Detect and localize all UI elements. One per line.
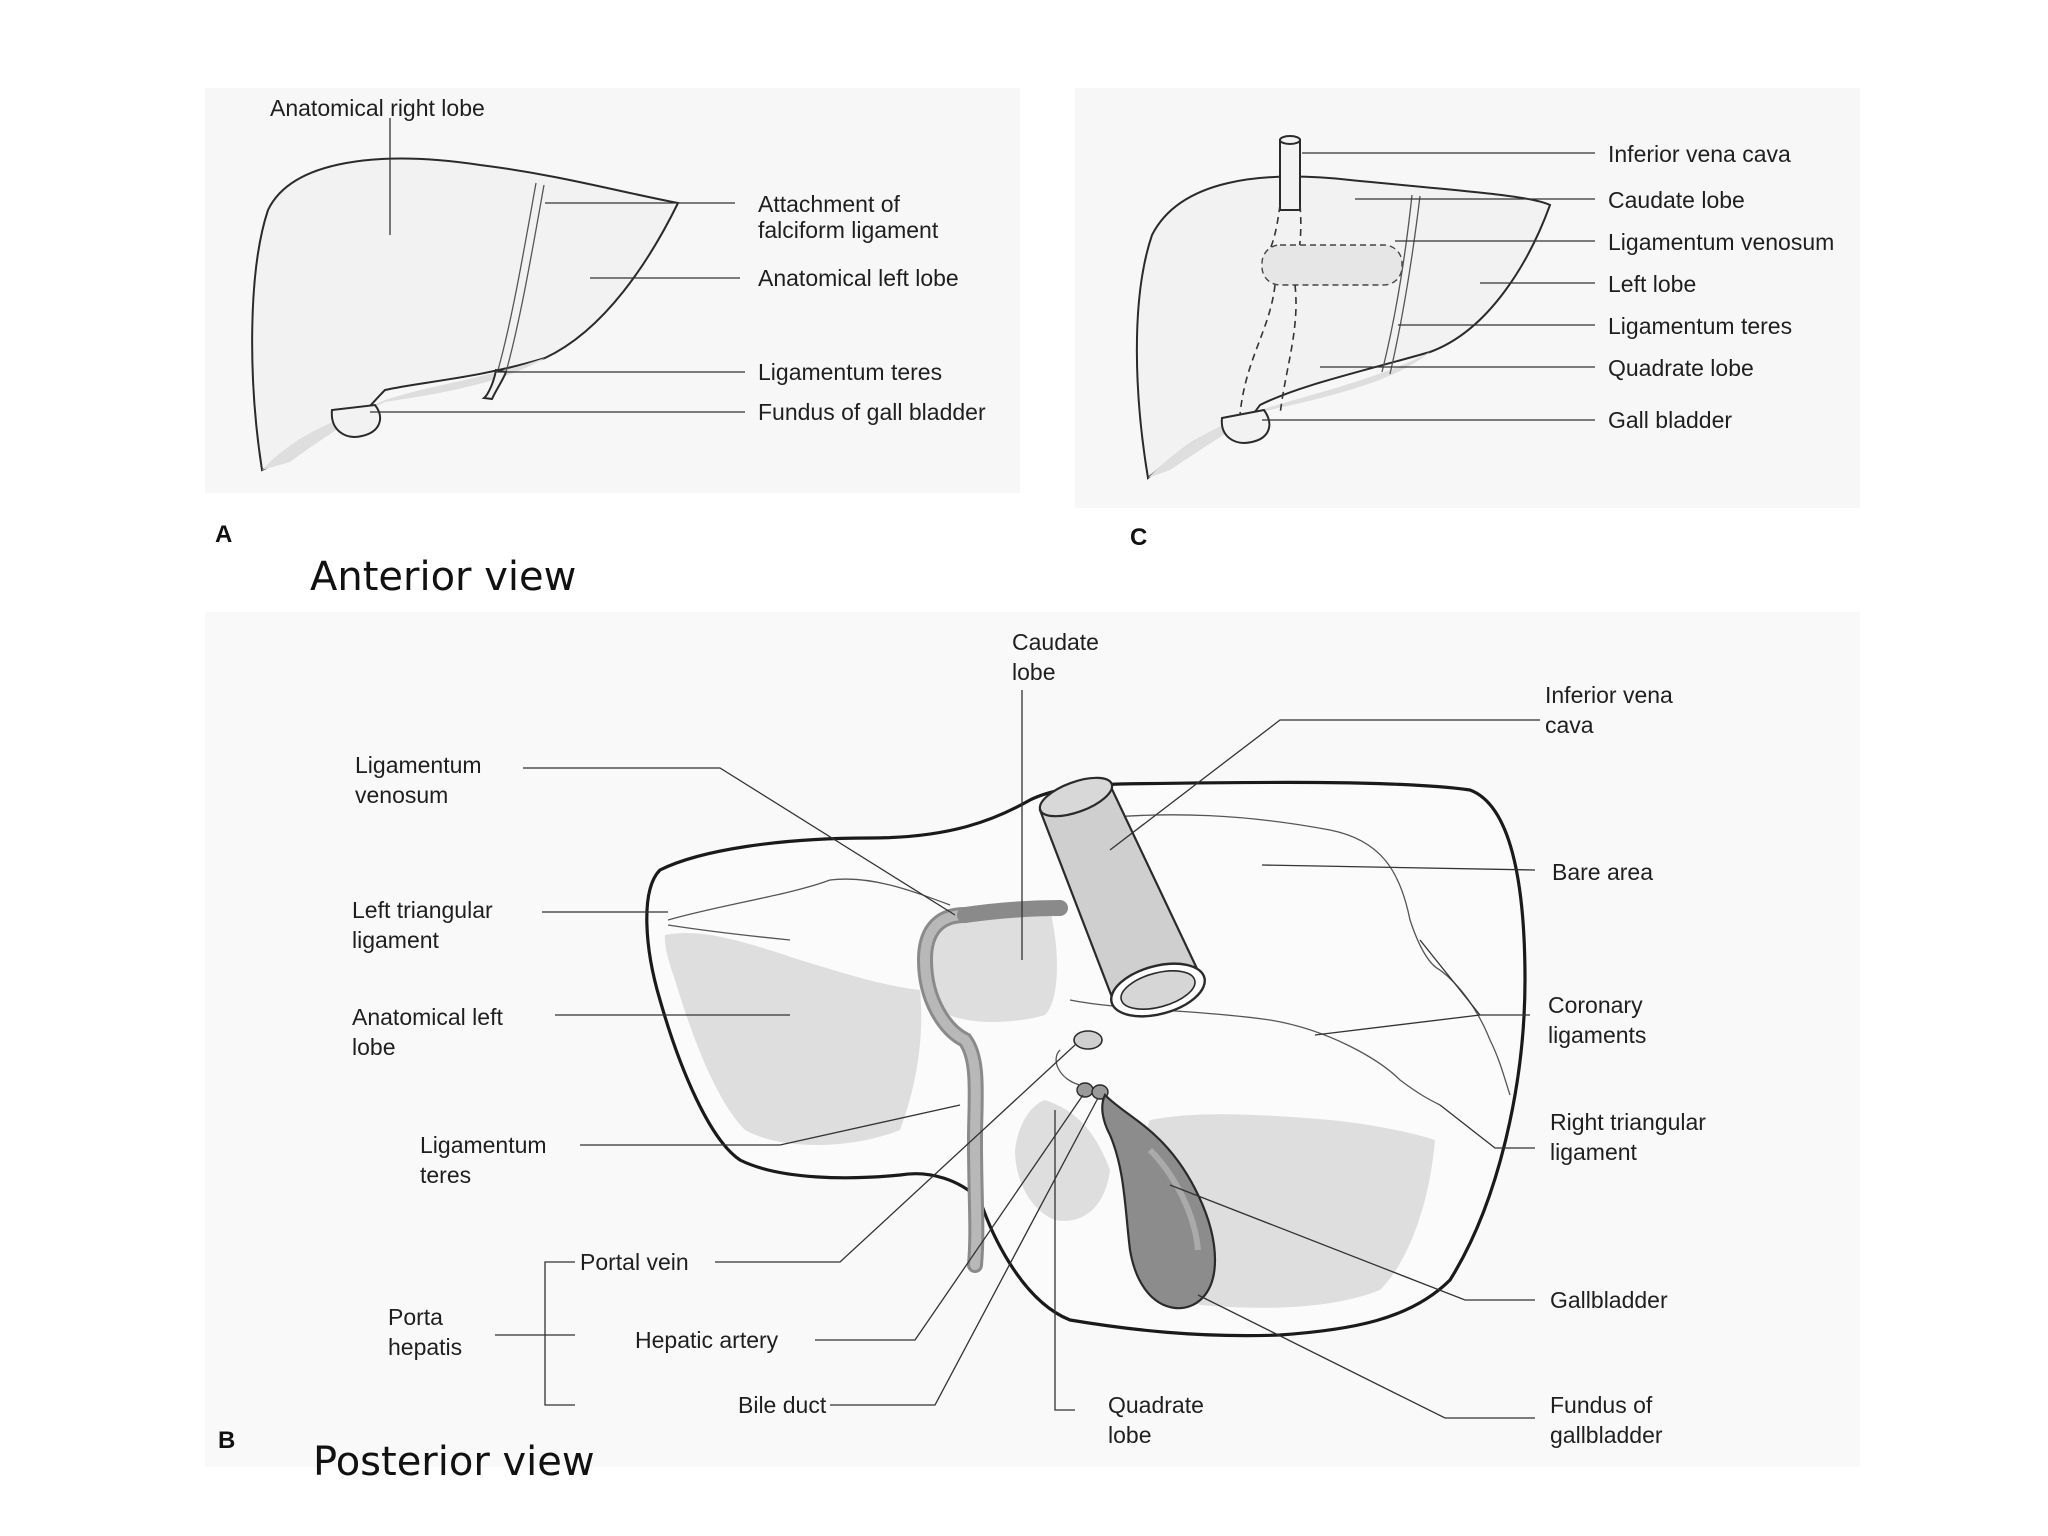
label-b-fundus-line2: gallbladder [1550, 1422, 1663, 1448]
label-anatomical-left-lobe: Anatomical left lobe [758, 265, 959, 291]
label-b-hepatic-artery: Hepatic artery [635, 1327, 779, 1353]
posterior-quadrate-shade [1015, 1100, 1110, 1221]
label-c-ligamentum-teres: Ligamentum teres [1608, 313, 1792, 339]
posterior-left-triangular-line-2 [667, 924, 791, 941]
label-b-lig-teres-line2: teres [420, 1162, 471, 1188]
panel-b-posterior: Caudate lobe Inferior vena cava Ligament… [205, 612, 1860, 1485]
bracket-porta-hepatis [544, 1261, 575, 1406]
posterior-ivc-top [1038, 776, 1114, 818]
label-b-fundus-line1: Fundus of [1550, 1392, 1653, 1418]
label-b-quadrate-line1: Quadrate [1108, 1392, 1204, 1418]
label-falciform-line1: Attachment of [758, 191, 901, 217]
label-b-left-tri-line2: ligament [352, 927, 440, 953]
label-b-porta-line2: hepatis [388, 1334, 462, 1360]
panel-c-ligamentum-teres-line-2 [1389, 195, 1421, 375]
label-b-caudate-line1: Caudate [1012, 629, 1099, 655]
panel-b-letter: B [218, 1427, 235, 1454]
label-c-caudate-lobe: Caudate lobe [1608, 187, 1745, 213]
label-b-right-tri-line2: ligament [1550, 1139, 1638, 1165]
label-c-quadrate-lobe: Quadrate lobe [1608, 355, 1754, 381]
label-b-left-tri-line1: Left triangular [352, 897, 493, 923]
leader-b-quadrate-lobe [1054, 1110, 1075, 1411]
label-b-gallbladder: Gallbladder [1550, 1287, 1668, 1313]
panel-c-ivc-opening [1279, 135, 1301, 145]
panel-c: Inferior vena cava Caudate lobe Ligament… [1075, 88, 1860, 551]
panel-c-quadrate-dashed [1239, 284, 1297, 416]
panel-c-letter: C [1130, 524, 1147, 551]
posterior-venosum-branch [957, 900, 1068, 923]
label-b-caudate-line2: lobe [1012, 659, 1055, 685]
posterior-porta-line [1055, 1049, 1081, 1086]
posterior-ivc-opening-inner [1120, 970, 1196, 1010]
label-b-porta-line1: Porta [388, 1304, 443, 1330]
panel-c-gallbladder [1220, 408, 1271, 444]
label-ligamentum-teres-a: Ligamentum teres [758, 359, 942, 385]
label-b-right-tri-line1: Right triangular [1550, 1109, 1706, 1135]
leader-b-ligamentum-venosum [523, 767, 956, 916]
panel-c-liver-lower-shadow [1148, 352, 1430, 478]
label-c-gall-bladder: Gall bladder [1608, 407, 1732, 433]
leader-b-fundus [1197, 1294, 1535, 1419]
panel-a-anterior: Anatomical right lobe Attachment of falc… [205, 88, 1020, 600]
label-anatomical-right-lobe: Anatomical right lobe [270, 95, 485, 121]
panel-c-ivc-tube [1279, 139, 1301, 211]
leader-b-bare-area [1261, 864, 1536, 871]
anterior-falciform-attachment [497, 182, 537, 371]
posterior-gallbladder-highlight [1147, 1147, 1201, 1251]
posterior-left-lobe-shade [664, 932, 922, 1145]
leader-b-gallbladder [1169, 1184, 1535, 1301]
label-fundus-gall-bladder: Fundus of gall bladder [758, 399, 986, 425]
label-b-bile-duct: Bile duct [738, 1392, 827, 1418]
label-b-lig-teres-line1: Ligamentum [420, 1132, 547, 1158]
label-b-bare-area: Bare area [1552, 859, 1653, 885]
posterior-portal-vein-stump [1073, 1030, 1103, 1050]
label-b-quadrate-line2: lobe [1108, 1422, 1151, 1448]
panel-c-ligamentum-teres-line [1381, 194, 1413, 373]
leader-b-hepatic-artery [815, 1094, 1084, 1341]
label-b-anat-left-line1: Anatomical left [352, 1004, 503, 1030]
anterior-falciform-attachment-2 [505, 184, 545, 373]
label-b-ivc-line2: cava [1545, 712, 1594, 738]
leader-b-bile-duct [830, 1097, 1099, 1406]
anterior-gallbladder-fundus [330, 403, 382, 438]
posterior-ligamentum-tube-highlight [919, 910, 982, 1270]
label-b-ivc-line1: Inferior vena [1545, 682, 1673, 708]
label-b-coronary-line2: ligaments [1548, 1022, 1646, 1048]
leader-b-right-triangular [1439, 1104, 1535, 1149]
caption-anterior-view: Anterior view [310, 554, 576, 600]
caption-posterior-view: Posterior view [313, 1439, 595, 1485]
panel-a-letter: A [215, 521, 232, 548]
leader-b-ivc [1109, 719, 1540, 851]
anterior-ligamentum-teres [481, 368, 508, 401]
label-c-inferior-vena-cava: Inferior vena cava [1608, 141, 1791, 167]
label-falciform-line2: falciform ligament [758, 217, 939, 243]
posterior-gallbladder [1101, 1093, 1217, 1310]
posterior-upper-coronary-line [1079, 814, 1441, 971]
panel-c-ligamentum-venosum-band [1261, 244, 1403, 286]
leader-b-coronary-lower [1314, 1014, 1481, 1036]
anterior-liver-lower-shadow [262, 358, 545, 470]
label-b-portal-vein: Portal vein [580, 1249, 689, 1275]
posterior-caudate-shade [932, 908, 1057, 1022]
label-b-lig-venosum-line1: Ligamentum [355, 752, 482, 778]
posterior-left-triangular-line [667, 878, 951, 921]
label-b-anat-left-line2: lobe [352, 1034, 395, 1060]
label-b-coronary-line1: Coronary [1548, 992, 1643, 1018]
leader-b-ligamentum-teres [580, 1104, 961, 1146]
leader-b-portal-vein [715, 1044, 1076, 1263]
label-b-lig-venosum-line2: venosum [355, 782, 448, 808]
label-c-ligamentum-venosum: Ligamentum venosum [1608, 229, 1834, 255]
label-c-left-lobe: Left lobe [1608, 271, 1696, 297]
